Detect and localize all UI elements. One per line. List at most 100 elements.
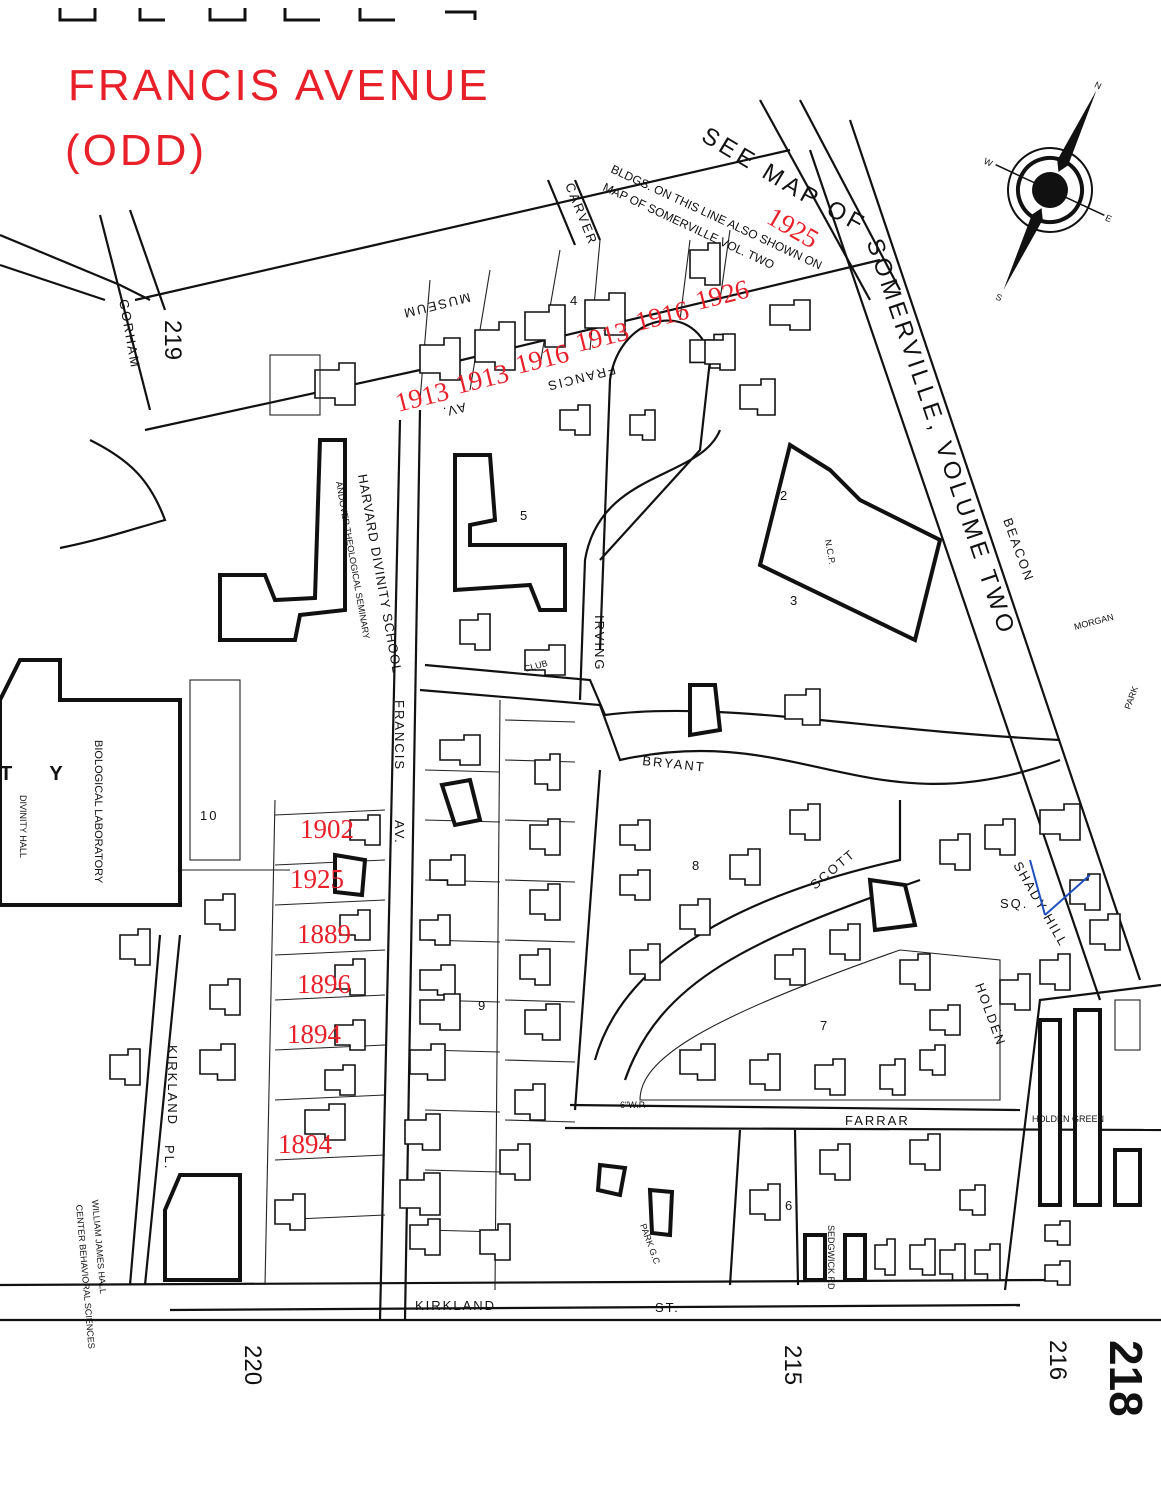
handwritten-title: FRANCIS AVENUE (ODD) [65,61,491,175]
bio-lab-label: BIOLOGICAL LABORATORY [92,740,104,884]
james-hall-label: WILLIAM JAMES HALL [90,1199,108,1294]
dwelling [679,898,711,936]
lot-line [504,1059,576,1063]
street-av: AV. [392,820,407,845]
title-line2: (ODD) [65,126,207,175]
ncp-label: N.C.P. [823,539,837,566]
lot-line [494,699,501,1291]
dwelling [784,688,821,726]
year-label: 1916 [512,338,572,380]
dwelling [419,964,456,996]
street-francis: FRANCIS [392,700,407,771]
block-number: 9 [478,998,487,1013]
dwelling [529,883,561,921]
dwelling [999,973,1031,1011]
dwelling [524,304,566,348]
dwelling [429,854,466,886]
street-scott: SCOTT [807,846,858,892]
year-annotations-side: 1902 1925 1889 1896 1894 1894 [278,814,354,1159]
year-label: 1926 [692,274,752,316]
street-bryant: BRYANT [642,753,707,775]
dwelling [404,1113,441,1151]
dwelling [814,1058,846,1096]
dwelling [984,818,1016,856]
dwelling [204,893,236,931]
dwelling [879,1058,906,1096]
dwelling [919,1044,946,1076]
blue-pen-mark [1044,874,1091,916]
dwelling [419,914,451,946]
lot-line [504,939,576,943]
dwelling [409,1218,441,1256]
dwelling [739,378,776,416]
street-sedgwick: SEDGWICK RD [826,1225,836,1290]
street-morgan: MORGAN [1073,612,1115,632]
block-number: 10 [200,808,218,823]
dwelling [534,753,561,791]
lot-line [424,769,501,773]
buildings [109,242,1121,1286]
street-kirkland: KIRKLAND [415,1298,496,1313]
sheet-216: 216 [1044,1340,1071,1380]
dwelling [829,923,861,961]
lot-line [274,994,386,1001]
dwelling [419,337,461,381]
lot-line [274,949,386,956]
major-buildings [0,354,1142,1282]
dwelling [324,1064,356,1096]
year-annotations-top: 1913 1913 1916 1913 1916 1926 1925 [392,201,824,418]
dwelling [959,1184,986,1216]
street-kirkland-pl: KIRKLAND [165,1045,180,1126]
block-number: 4 [570,293,579,308]
lot-line [424,1109,501,1113]
dwelling [1044,1260,1071,1286]
dwelling [459,613,491,651]
year-label: 1925 [290,864,344,894]
dwelling [749,1053,781,1091]
street-museum: MUSEUM [401,290,472,321]
sheet-215: 215 [779,1345,806,1385]
dwelling [304,1103,346,1141]
dwelling [349,814,381,846]
title-line1: FRANCIS AVENUE [68,61,491,110]
dwelling [524,1003,561,1041]
dwelling [119,928,151,966]
year-label: 1889 [297,919,351,949]
dwelling [334,958,366,996]
block-numbers: 2 3 4 5 6 7 8 9 10 [200,293,827,1213]
lot-line [679,239,691,321]
dwelling [789,803,821,841]
dwelling [584,292,626,336]
dwelling [559,404,591,436]
dwelling [439,734,481,766]
dwelling [209,978,241,1016]
compass-s: S [994,292,1004,304]
dwelling [619,869,651,901]
dwelling [909,1238,936,1276]
street-sq: SQ. [1000,896,1028,911]
street-farrar: FARRAR [845,1113,910,1128]
lot-line [274,809,386,816]
dwelling [1039,803,1081,841]
dwelling [519,948,551,986]
dwelling [514,1083,546,1121]
dwelling [109,1048,141,1086]
adjacent-sheet-numbers: 219 220 215 216 218 [159,320,1152,1417]
block-number: 8 [692,858,701,873]
dwelling [874,1238,896,1276]
lot-line [589,239,601,351]
dwelling [479,1223,511,1261]
lot-line [424,1169,501,1173]
dwelling [769,299,811,331]
dwelling [909,1133,941,1171]
lot-line [274,1044,386,1051]
year-label: 1902 [300,814,354,844]
compass-n: N [1093,80,1103,92]
dwelling [1089,913,1121,951]
block-number: 6 [785,1198,794,1213]
street-park: PARK [1122,685,1140,711]
year-label: 1894 [278,1129,333,1159]
year-label: 1916 [632,295,692,337]
dwelling [974,1243,1001,1281]
dwelling [474,321,516,371]
